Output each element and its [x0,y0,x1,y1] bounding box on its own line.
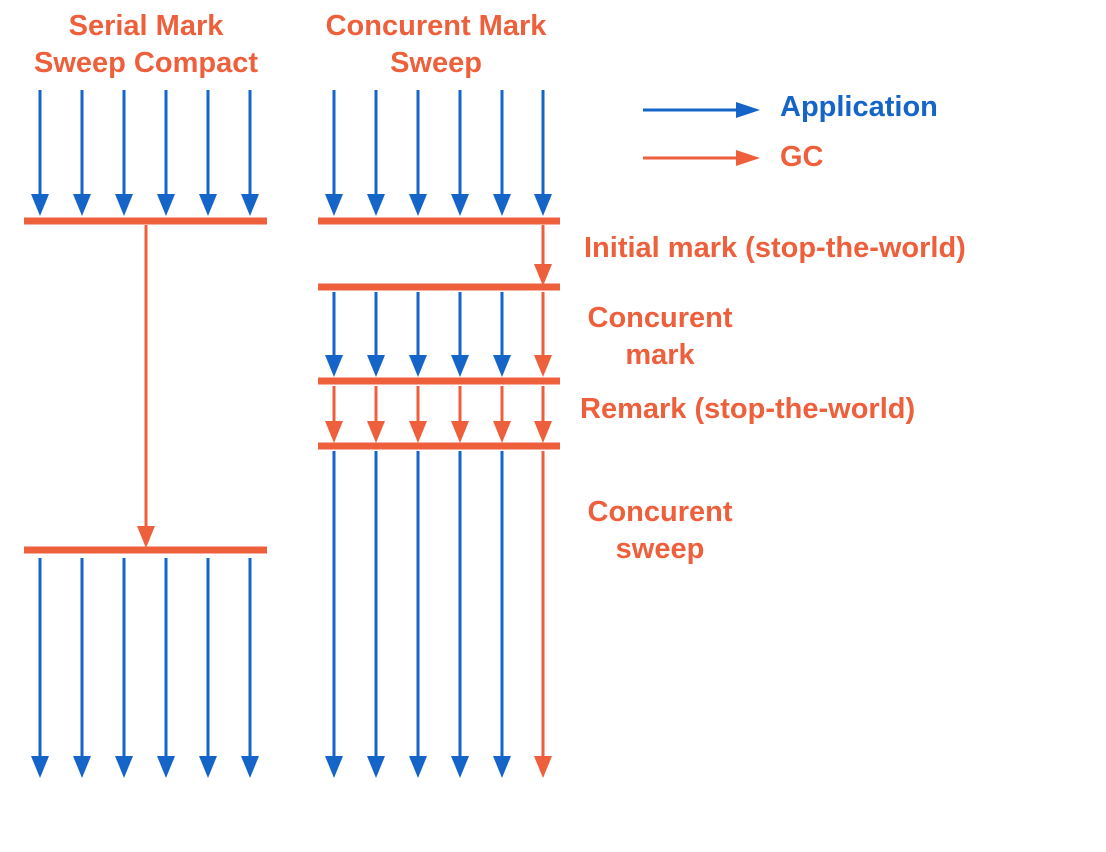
cms-initial-mark-end-bar [318,283,560,291]
serial-title-line2: Sweep Compact [34,47,258,79]
serial-pause-end-bar [24,546,267,554]
cms-remark-gc-arrow-3 [409,386,427,443]
serial-title-line1: Serial Mark [68,10,224,42]
serial-gc-arrow [137,225,155,548]
cms-remark-gc-arrow-6 [534,386,552,443]
serial-app-arrow-bottom-5 [199,558,217,778]
cms-initial-mark-gc-arrow [534,225,552,286]
legend-gc-label: GC [780,141,824,173]
cms-concurrent-sweep-gc-arrow [534,451,552,778]
cms-concurrent-sweep-app-arrow-2 [367,451,385,778]
cms-title: Concurent Mark Sweep [300,8,572,82]
phase-concurrent-mark-line2: mark [625,339,695,371]
serial-title: Serial Mark Sweep Compact [0,8,292,82]
legend-application-label: Application [780,91,938,123]
serial-app-arrow-bottom-3 [115,558,133,778]
cms-remark-gc-arrow-5 [493,386,511,443]
cms-app-arrow-phase1-6 [534,90,552,216]
phase-concurrent-sweep-line2: sweep [615,533,705,565]
serial-app-arrow-top-4 [157,90,175,216]
cms-concurrent-mark-app-arrow-4 [451,292,469,377]
cms-concurrent-mark-app-arrow-3 [409,292,427,377]
cms-app-arrow-phase1-5 [493,90,511,216]
serial-app-arrow-bottom-6 [241,558,259,778]
phase-initial-mark-label: Initial mark (stop-the-world) [584,232,966,264]
cms-concurrent-mark-gc-arrow [534,292,552,377]
cms-remark-gc-arrow-1 [325,386,343,443]
cms-app-arrow-phase1-3 [409,90,427,216]
phase-remark-label: Remark (stop-the-world) [580,393,916,425]
cms-concurrent-mark-app-arrow-5 [493,292,511,377]
phase-concurrent-sweep-line1: Concurent [587,496,733,528]
serial-app-arrow-bottom-4 [157,558,175,778]
serial-pause-start-bar [24,217,267,225]
cms-concurrent-sweep-app-arrow-4 [451,451,469,778]
cms-remark-gc-arrow-4 [451,386,469,443]
serial-app-arrow-bottom-1 [31,558,49,778]
serial-app-arrow-top-5 [199,90,217,216]
cms-remark-start-bar [318,377,560,385]
cms-remark-end-bar [318,442,560,450]
serial-app-arrow-top-2 [73,90,91,216]
cms-app-arrow-phase1-2 [367,90,385,216]
cms-initial-mark-start-bar [318,217,560,225]
cms-title-line1: Concurent Mark [325,10,547,42]
cms-concurrent-mark-app-arrow-1 [325,292,343,377]
phase-concurrent-sweep-label: Concurent sweep [580,494,740,568]
phase-concurrent-mark-label: Concurent mark [580,300,740,374]
cms-concurrent-sweep-app-arrow-5 [493,451,511,778]
serial-app-arrow-top-6 [241,90,259,216]
legend-gc-arrow [643,150,760,166]
cms-app-arrow-phase1-1 [325,90,343,216]
cms-concurrent-sweep-app-arrow-3 [409,451,427,778]
serial-app-arrow-top-1 [31,90,49,216]
legend-application-arrow [643,102,760,118]
cms-concurrent-sweep-app-arrow-1 [325,451,343,778]
cms-title-line2: Sweep [390,47,482,79]
phase-concurrent-mark-line1: Concurent [587,302,733,334]
cms-app-arrow-phase1-4 [451,90,469,216]
serial-app-arrow-bottom-2 [73,558,91,778]
serial-app-arrow-top-3 [115,90,133,216]
cms-remark-gc-arrow-2 [367,386,385,443]
cms-concurrent-mark-app-arrow-2 [367,292,385,377]
